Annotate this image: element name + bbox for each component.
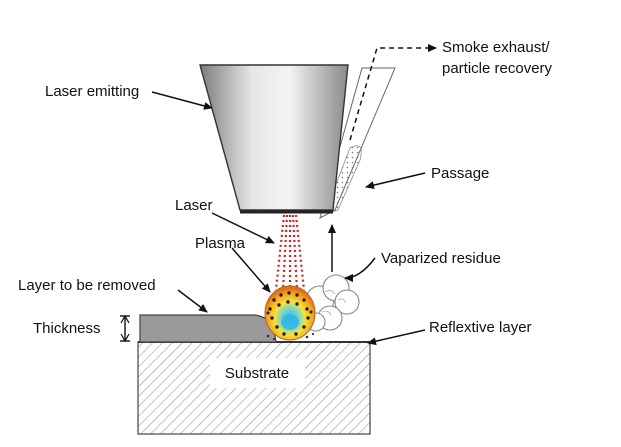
label-smoke-exhaust-1: Smoke exhaust/ [442,39,550,56]
arrow-passage [365,172,426,190]
arrow-reflective-layer [367,329,426,346]
label-smoke-exhaust-2: particle recovery [442,60,553,77]
plasma [264,285,316,341]
label-laser-emitting: Laser emitting [45,83,139,100]
label-plasma: Plasma [195,235,246,252]
label-layer-to-be-removed: Layer to be removed [18,277,156,294]
label-substrate: Substrate [225,365,289,382]
arrow-plasma [231,247,271,293]
label-reflective-layer: Reflextive layer [429,319,532,336]
arrow-smoke-exhaust [349,44,437,141]
debris-particles [266,332,315,341]
label-passage: Passage [431,165,489,182]
residue-texture [321,290,347,316]
label-thickness: Thickness [33,320,101,337]
arrow-layer-to-be-removed [177,289,208,313]
label-laser: Laser [175,197,213,214]
thickness-indicator [120,314,130,343]
arrow-laser [211,212,275,244]
arrow-laser-emitting [151,91,213,110]
laser-beam [274,214,306,291]
arrows [151,44,437,346]
coating-layer [139,314,277,343]
substrate [137,341,371,435]
label-vaporized-residue: Vaparized residue [381,250,501,267]
arrow-vaporized-residue [344,257,376,282]
laser-nozzle [199,64,349,211]
